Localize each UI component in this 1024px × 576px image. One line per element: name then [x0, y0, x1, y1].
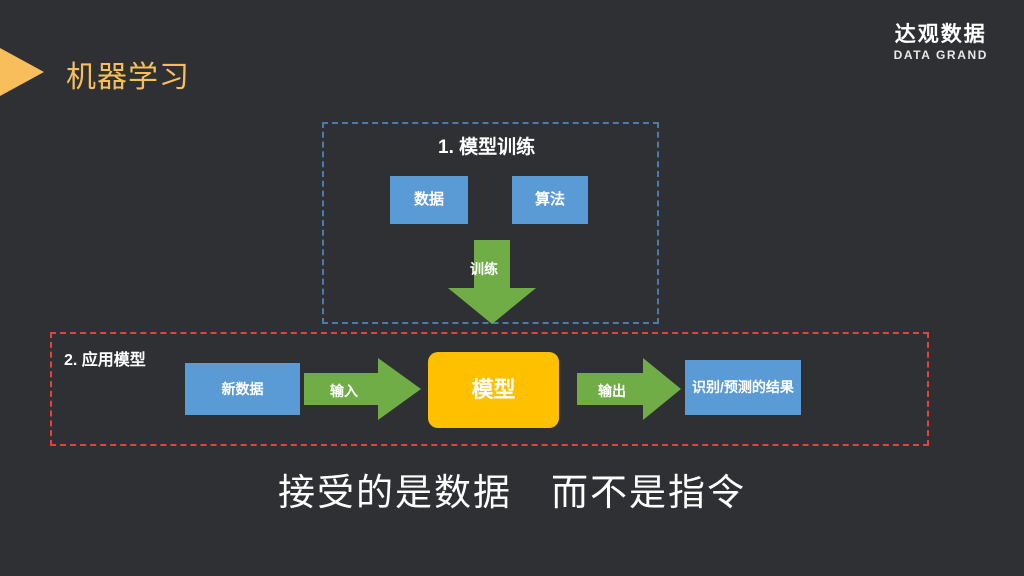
slide-caption: 接受的是数据 而不是指令	[278, 472, 746, 513]
applying-section-heading: 2. 应用模型	[64, 352, 146, 369]
box-data: 数据	[390, 176, 468, 224]
training-section-frame	[322, 122, 659, 324]
applying-section-frame	[50, 332, 929, 446]
arrow-right-output	[577, 358, 681, 420]
triangle-right-icon	[0, 48, 44, 96]
box-result: 识别/预测的结果	[685, 360, 801, 415]
box-algorithm: 算法	[512, 176, 588, 224]
box-new-data: 新数据	[185, 363, 300, 415]
arrow-down-training	[448, 240, 536, 324]
training-section-heading: 1. 模型训练	[438, 137, 536, 158]
brand-logo-en: DATA GRAND	[893, 48, 988, 62]
page-title: 机器学习	[66, 61, 190, 94]
brand-logo-cn: 达观数据	[894, 23, 987, 46]
brand-logo: 达观数据 DATA GRAND	[894, 24, 988, 61]
box-model: 模型	[428, 352, 559, 428]
arrow-right-input	[304, 358, 421, 420]
